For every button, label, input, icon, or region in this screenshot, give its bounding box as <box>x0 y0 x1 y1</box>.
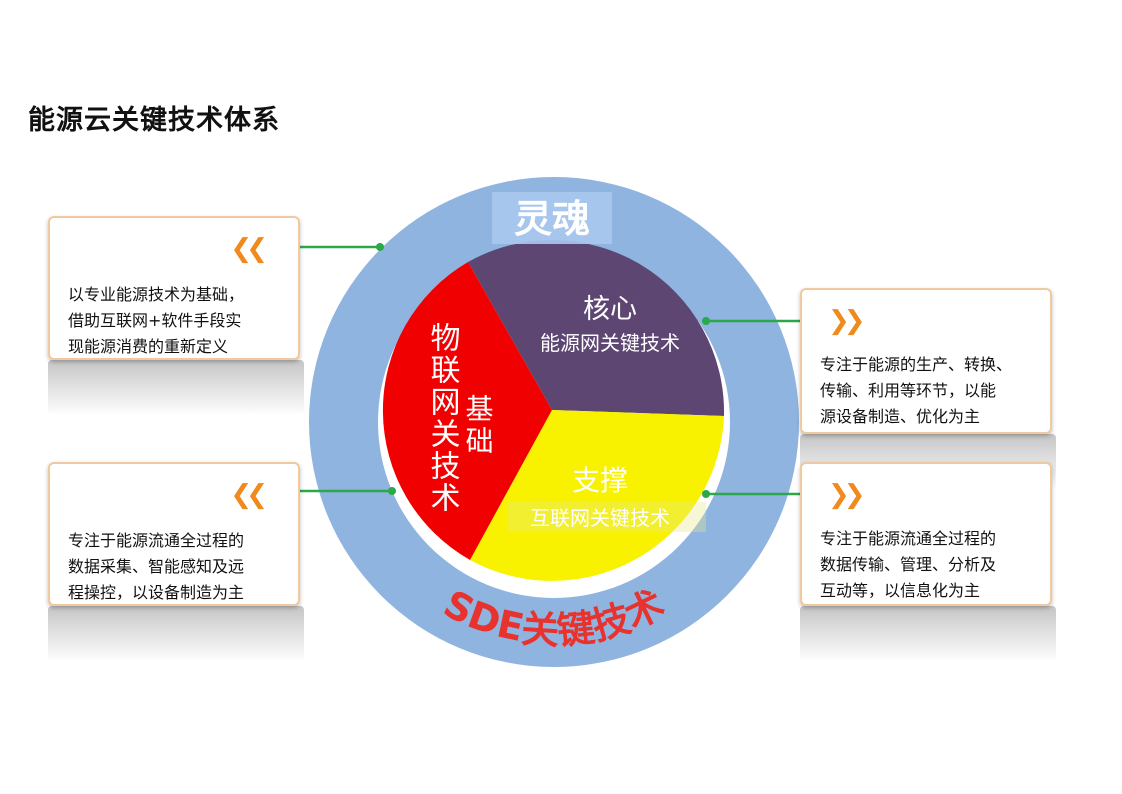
card-text: 专注于能源的生产、转换、 传输、利用等环节，以能 源设备制造、优化为主 <box>820 352 1040 430</box>
connector-top-right-dot <box>702 317 710 325</box>
card-bottom-left: ❮❮ 专注于能源流通全过程的 数据采集、智能感知及远 程操控，以设备制造为主 <box>48 462 300 606</box>
support-title: 支撑 <box>572 464 628 497</box>
sector-support <box>470 410 724 581</box>
support-subtitle-box <box>508 502 706 532</box>
card-text: 专注于能源流通全过程的 数据传输、管理、分析及 互动等，以信息化为主 <box>820 526 1040 604</box>
support-subtitle: 互联网关键技术 <box>530 506 670 530</box>
card-line: 源设备制造、优化为主 <box>820 407 981 426</box>
card-line: 借助互联网+软件手段实 <box>68 311 242 330</box>
connector-top-left-dot <box>376 243 384 251</box>
card-bottom-right: ❯❯ 专注于能源流通全过程的 数据传输、管理、分析及 互动等，以信息化为主 <box>800 462 1052 606</box>
double-chevron-right-icon: ❯❯ <box>828 480 865 510</box>
soul-label: 灵魂 <box>514 197 590 241</box>
double-chevron-left-icon: ❮❮ <box>230 234 267 264</box>
card-reflection <box>800 606 1056 662</box>
card-line: 互动等，以信息化为主 <box>820 581 981 600</box>
foundation-vertical-label: 物联网关技术 <box>425 322 461 514</box>
double-chevron-right-icon: ❯❯ <box>828 306 865 336</box>
card-reflection <box>48 360 304 416</box>
card-line: 数据采集、智能感知及远 <box>68 557 245 576</box>
foundation-title: 基础 <box>462 394 495 458</box>
card-text: 以专业能源技术为基础， 借助互联网+软件手段实 现能源消费的重新定义 <box>68 282 288 360</box>
card-top-left: ❮❮ 以专业能源技术为基础， 借助互联网+软件手段实 现能源消费的重新定义 <box>48 216 300 360</box>
card-line: 数据传输、管理、分析及 <box>820 555 997 574</box>
card-top-right: ❯❯ 专注于能源的生产、转换、 传输、利用等环节，以能 源设备制造、优化为主 <box>800 288 1052 434</box>
card-line: 程操控，以设备制造为主 <box>68 583 245 602</box>
core-subtitle: 能源网关键技术 <box>540 331 680 355</box>
card-line: 专注于能源流通全过程的 <box>68 531 245 550</box>
card-line: 以专业能源技术为基础， <box>68 285 245 304</box>
card-line: 专注于能源流通全过程的 <box>820 529 997 548</box>
core-title: 核心 <box>583 294 637 325</box>
card-line: 专注于能源的生产、转换、 <box>820 355 1013 374</box>
card-line: 传输、利用等环节，以能 <box>820 381 997 400</box>
connector-bottom-right-dot <box>702 490 710 498</box>
double-chevron-left-icon: ❮❮ <box>230 480 267 510</box>
card-line: 现能源消费的重新定义 <box>68 337 229 356</box>
soul-label-box <box>492 192 612 244</box>
connector-bottom-left-dot <box>388 487 396 495</box>
sector-core <box>468 240 725 416</box>
sector-foundation <box>382 262 552 560</box>
page-title: 能源云关键技术体系 <box>28 105 280 136</box>
card-text: 专注于能源流通全过程的 数据采集、智能感知及远 程操控，以设备制造为主 <box>68 528 288 606</box>
card-reflection <box>48 606 304 662</box>
